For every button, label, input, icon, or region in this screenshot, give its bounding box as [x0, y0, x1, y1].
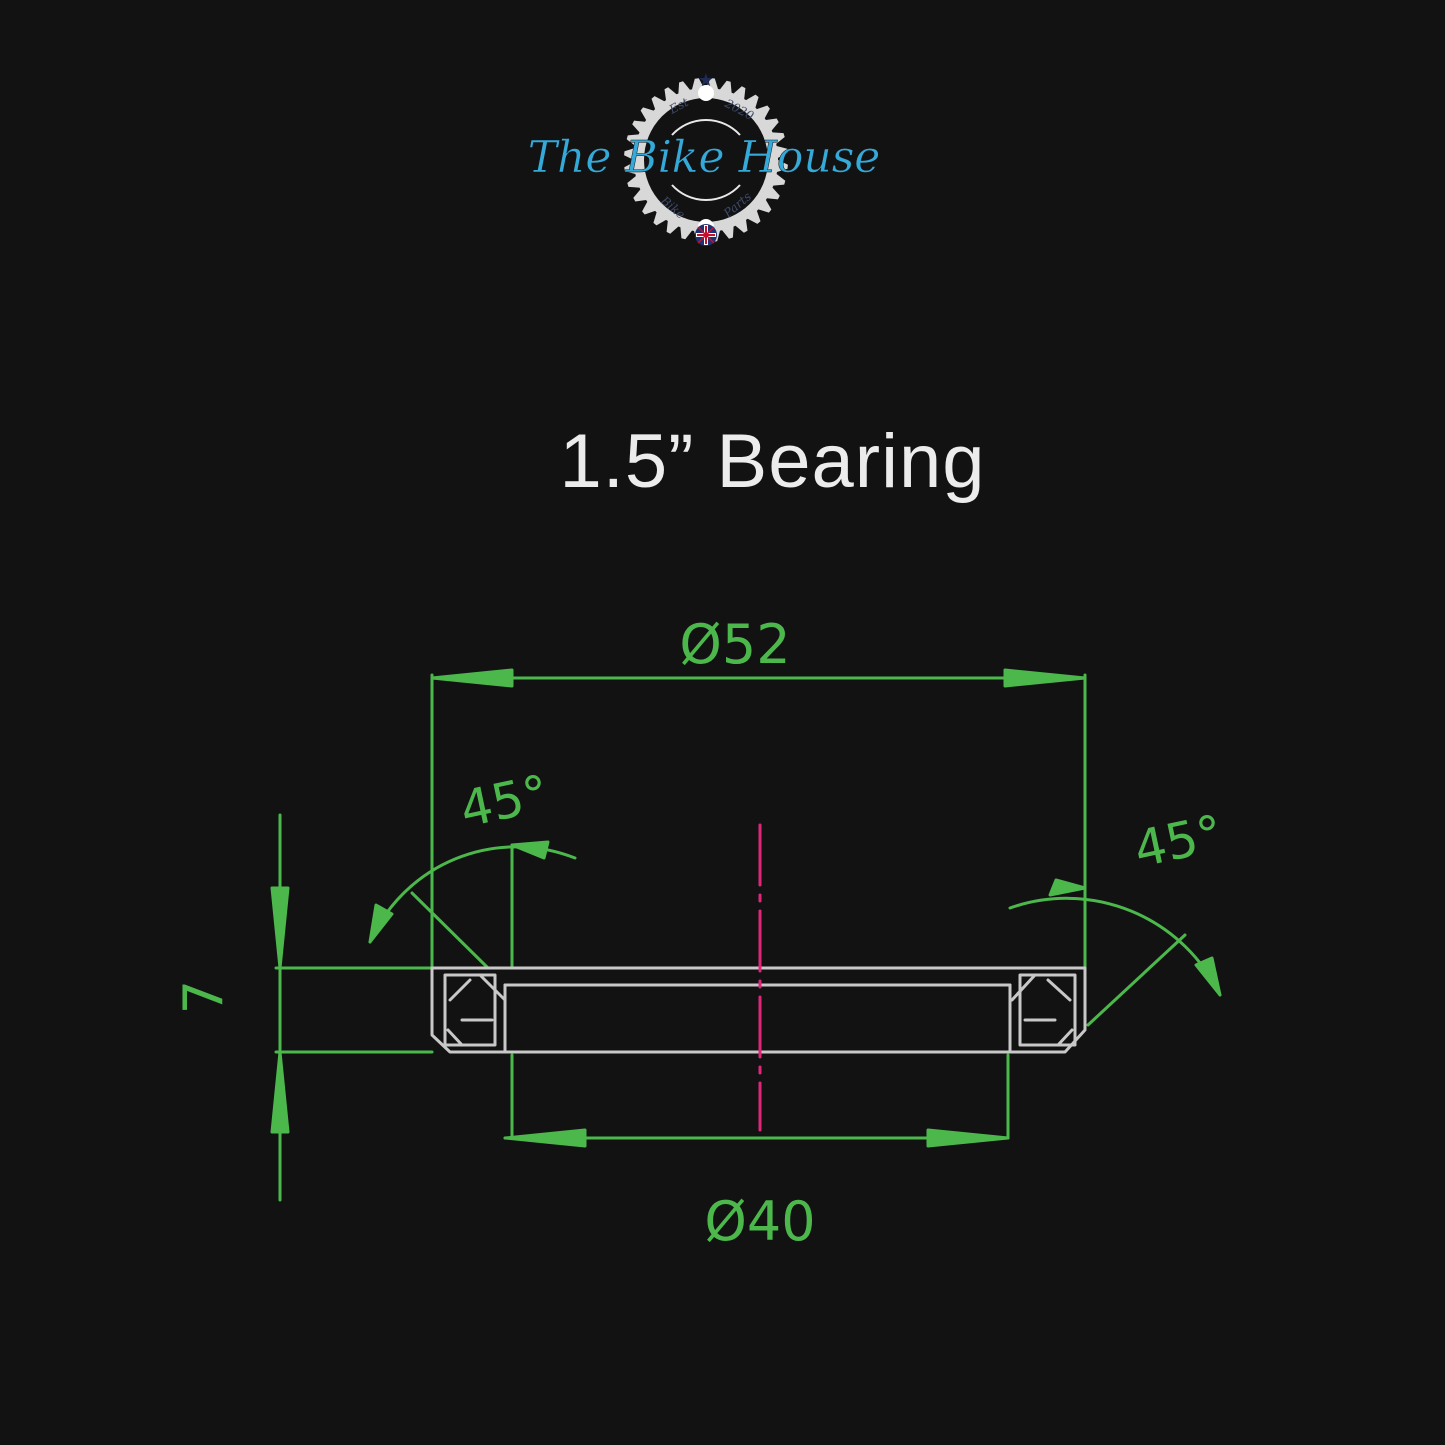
right-chamfer-label: 45° — [1129, 804, 1228, 879]
brand-name: The Bike House — [528, 132, 881, 183]
left-chamfer-angle — [368, 840, 577, 970]
height-dimension — [270, 813, 434, 1202]
inner-diameter-dimension — [503, 1053, 1010, 1148]
diagram-title: 1.5” Bearing — [559, 419, 986, 504]
uk-flag-icon — [695, 224, 717, 246]
chainring-bolt — [698, 85, 714, 101]
logo-inner-arc-bottom — [671, 184, 741, 202]
brand-logo: ★ Est 2020 Bike Parts The Bike House — [310, 70, 1100, 246]
left-chamfer-label: 45° — [455, 764, 554, 839]
outer-diameter-label: Ø52 — [679, 613, 790, 676]
right-chamfer-angle — [1008, 878, 1222, 1027]
bearing-outline — [430, 966, 1087, 1054]
outer-diameter-dimension — [430, 668, 1087, 970]
bearing-drawing: Ø52 Ø40 7 45° — [172, 613, 1228, 1253]
inner-diameter-label: Ø40 — [704, 1190, 815, 1253]
logo-inner-arc-top — [671, 118, 741, 136]
brand-star-icon: ★ — [698, 70, 714, 91]
height-label: 7 — [172, 980, 235, 1014]
